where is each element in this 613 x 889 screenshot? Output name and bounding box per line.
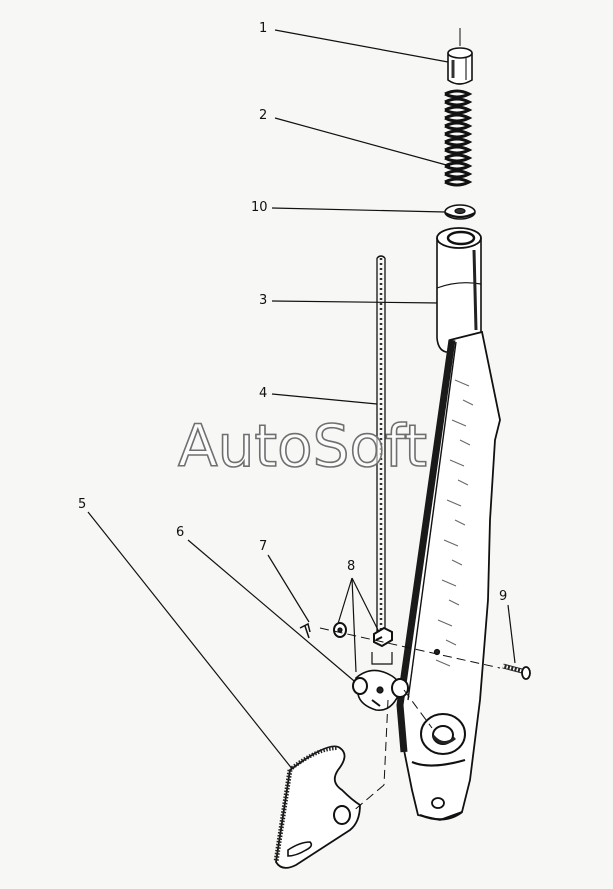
part-7-clip (299, 622, 311, 639)
leader-line-8b (351, 577, 380, 633)
leader-line-3 (271, 300, 441, 304)
callout-1: 1 (259, 21, 268, 36)
part-6-link (352, 669, 409, 712)
leader-line-2 (274, 117, 451, 167)
callout-7: 7 (259, 539, 268, 554)
callout-5: 5 (78, 497, 87, 512)
callout-3: 3 (259, 293, 268, 308)
part-9-bolt (502, 663, 531, 680)
part-5-sector (273, 745, 361, 869)
leader-line-5 (87, 511, 294, 771)
leader-line-8c (351, 577, 357, 673)
part-1-cap (447, 28, 473, 85)
leader-line-6 (187, 539, 361, 687)
callout-6: 6 (176, 525, 185, 540)
leader-line-10 (271, 207, 446, 213)
part-10-washer (444, 204, 476, 220)
callout-2: 2 (259, 108, 268, 123)
part-3-lever (396, 227, 501, 821)
callout-4: 4 (259, 386, 268, 401)
callout-8: 8 (347, 559, 356, 574)
leader-line-1 (274, 29, 449, 63)
part-4-rod (376, 255, 386, 640)
leader-line-7 (267, 554, 310, 623)
callout-9: 9 (499, 589, 508, 604)
callout-10: 10 (251, 200, 268, 215)
assembly-center-lines (319, 627, 501, 813)
part-8-small-parts (333, 622, 393, 665)
part-2-spring (444, 89, 473, 187)
leader-line-4 (271, 393, 378, 405)
leader-line-9 (507, 604, 516, 664)
leader-line-8a (336, 577, 353, 628)
